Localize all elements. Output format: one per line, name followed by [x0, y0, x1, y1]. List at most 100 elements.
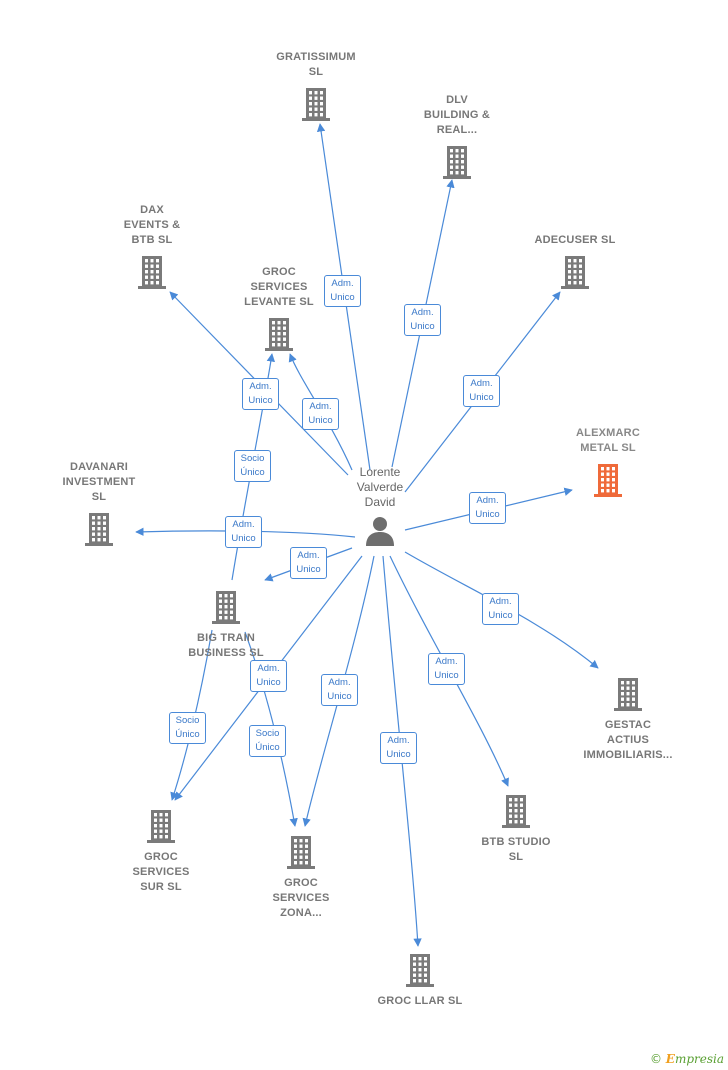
edge-role-text: Adm.: [328, 677, 351, 688]
person-name-line: Valverde: [356, 480, 404, 494]
building-icon: [443, 146, 471, 179]
edge-role-text: Unico: [231, 533, 256, 544]
edge-role-label[interactable]: Adm.Unico: [225, 516, 262, 548]
edge-role-label[interactable]: Adm.Unico: [242, 378, 279, 410]
edge-role-text: Unico: [475, 509, 500, 520]
building-icon: [265, 318, 293, 351]
company-name-line: SERVICES: [272, 892, 330, 904]
building-icon: [287, 836, 315, 869]
company-name-line: DAVANARI: [69, 461, 129, 473]
edge-role-text: Adm.: [489, 596, 512, 607]
building-icon: [212, 591, 240, 624]
company-name-line: GRATISSIMUM: [276, 51, 356, 63]
edge-role-text: Unico: [386, 749, 411, 760]
company-node-dax[interactable]: DAX EVENTS & BTB SL: [92, 203, 212, 290]
company-node-groc-zona[interactable]: GROC SERVICES ZONA...: [241, 834, 361, 921]
company-name-line: ALEXMARC: [576, 427, 640, 439]
edge-role-label[interactable]: Adm. Unico: [321, 674, 358, 706]
edge-role-text: Socio: [255, 728, 280, 739]
edge-role-text: Unico: [296, 564, 321, 575]
company-name-line: BTB STUDIO: [481, 836, 551, 848]
company-name-line: BUILDING &: [423, 109, 491, 121]
edge-role-text: Adm.: [257, 663, 280, 674]
edge-role-label[interactable]: Adm.Unico: [463, 375, 500, 407]
edge-role-label[interactable]: Adm. Unico: [428, 653, 465, 685]
brand-initial: E: [665, 1052, 675, 1066]
edge-role-label[interactable]: Adm. Unico: [290, 547, 327, 579]
edge-role-text: Unico: [308, 415, 333, 426]
company-node-davanari[interactable]: DAVANARI INVESTMENT SL: [39, 460, 159, 547]
building-icon: [138, 256, 166, 289]
company-name-line: INVESTMENT: [62, 476, 136, 488]
company-name-line: SL: [91, 491, 107, 503]
building-icon: [614, 678, 642, 711]
edge-role-label[interactable]: Adm. Unico: [482, 593, 519, 625]
person-icon: [366, 517, 394, 546]
edge-role-text: Unico: [410, 321, 435, 332]
building-icon: [594, 464, 622, 497]
edge-role-text: Adm.: [435, 656, 458, 667]
company-name-line: GROC LLAR SL: [377, 995, 463, 1007]
brand-name: mpresia: [674, 1052, 724, 1066]
edge-role-label[interactable]: Adm. Unico: [380, 732, 417, 764]
company-name-line: GROC: [262, 266, 296, 278]
edge-role-text: Unico: [434, 670, 459, 681]
company-name-line: DAX: [140, 204, 164, 216]
edge-role-label[interactable]: Adm. Unico: [250, 660, 287, 692]
edge-role-text: Unico: [488, 610, 513, 621]
edge-role-text: Adm.: [411, 307, 434, 318]
company-name-line: BIG TRAIN: [196, 632, 256, 644]
edge-role-text: Unico: [248, 395, 273, 406]
company-name-line: REAL...: [436, 124, 478, 136]
edge-role-text: Adm.: [476, 495, 499, 506]
edge-role-text: Unico: [330, 292, 355, 303]
company-node-groc-llar[interactable]: GROC LLAR SL: [360, 952, 480, 1009]
building-icon: [561, 256, 589, 289]
edge-role-label[interactable]: Adm. Unico: [324, 275, 361, 307]
edge-role-text: Adm.: [387, 735, 410, 746]
person-node[interactable]: Lorente Valverde David: [325, 465, 435, 548]
company-name-line: ZONA...: [280, 907, 322, 919]
building-icon: [302, 88, 330, 121]
edge-role-text: Único: [255, 742, 280, 753]
edge-role-text: Socio: [240, 453, 265, 464]
edge-role-text: Unico: [327, 691, 352, 702]
company-name-line: SERVICES: [250, 281, 308, 293]
company-node-groc-sur[interactable]: GROC SERVICES SUR SL: [101, 808, 221, 895]
edge-role-text: Adm.: [331, 278, 354, 289]
edge-role-text: Unico: [256, 677, 281, 688]
edge-person-to-groc-llar: [382, 555, 422, 947]
company-name-line: BTB SL: [131, 234, 173, 246]
company-node-big-train[interactable]: BIG TRAIN BUSINESS SL: [166, 589, 286, 661]
company-name-line: ACTIUS: [606, 734, 650, 746]
building-icon: [85, 513, 113, 546]
edge-role-label[interactable]: Adm. Unico: [469, 492, 506, 524]
edge-role-text: Socio: [175, 715, 200, 726]
edge-role-text: Único: [175, 729, 200, 740]
edge-role-label[interactable]: Adm. Unico: [404, 304, 441, 336]
edge-role-text: Único: [240, 467, 265, 478]
company-name-line: GROC: [144, 851, 178, 863]
company-name-line: EVENTS &: [123, 219, 181, 231]
company-name-line: SERVICES: [132, 866, 190, 878]
company-name-line: ADECUSER SL: [534, 234, 616, 246]
building-icon: [406, 954, 434, 987]
edge-role-text: Unico: [469, 392, 494, 403]
company-name-line: SUR SL: [140, 881, 182, 893]
edge-role-text: Adm.: [297, 550, 320, 561]
building-icon: [147, 810, 175, 843]
company-name-line: BUSINESS SL: [188, 647, 264, 659]
edge-role-label[interactable]: Adm.Unico: [302, 398, 339, 430]
person-name-line: Lorente: [359, 465, 401, 479]
company-name-line: GROC: [284, 877, 318, 889]
company-node-adecuser[interactable]: ADECUSER SL: [515, 233, 635, 290]
